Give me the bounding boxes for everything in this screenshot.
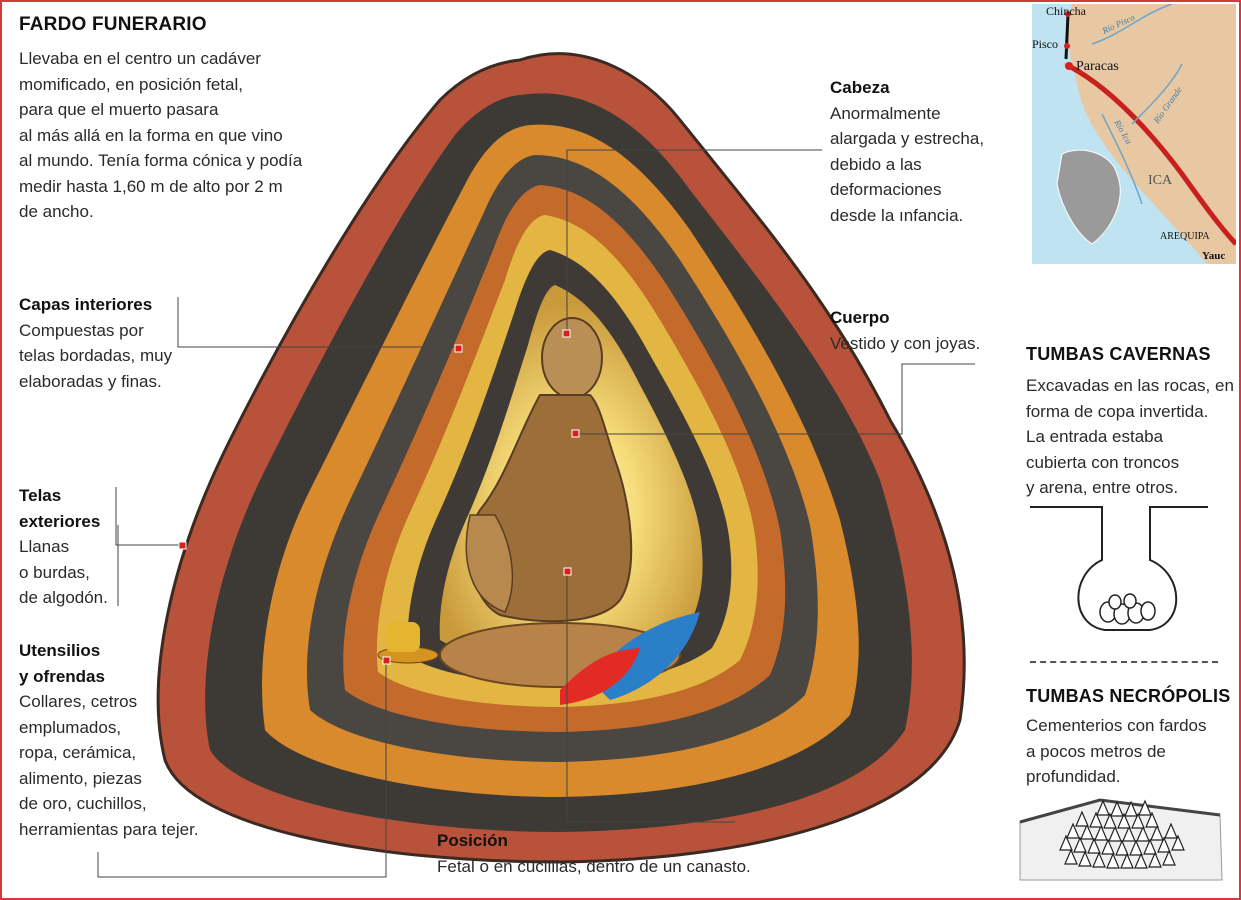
necropolis-description: Cementerios con fardos a pocos metros de… [1026,713,1236,790]
callout-markers [178,329,580,665]
fardo-title: FARDO FUNERARIO [19,14,207,35]
cuerpo-heading: Cuerpo [830,308,890,327]
map-place-paracas: Paracas [1076,59,1119,74]
cuerpo-label: Cuerpo Vestido y con joyas. [830,305,1000,356]
capas-heading: Capas interiores [19,295,153,314]
posicion-text: Fetal o en cuclillas, dentro de un canas… [437,856,751,876]
cavernas-title: TUMBAS CAVERNAS [1026,344,1211,364]
posicion-heading: Posición [437,831,508,850]
map-place-arequipa: AREQUIPA [1160,231,1210,242]
leader-lines [97,149,975,878]
cabeza-text: Anormalmente alargada y estrecha, debido… [830,103,985,225]
paracas-map: Chincha Pisco Paracas ICA AREQUIPA Yauc … [1032,4,1236,264]
corn-offering [385,622,420,652]
cabeza-label: Cabeza Anormalmente alargada y estrecha,… [830,75,1000,228]
cuerpo-text: Vestido y con joyas. [830,333,981,353]
utensilios-label: Utensilios y ofrendas Collares, cetros e… [19,638,219,842]
capas-label: Capas interiores Compuestas por telas bo… [19,292,189,394]
map-place-pisco: Pisco [1032,37,1058,51]
map-place-yauc: Yauc [1202,250,1225,262]
cavernas-text: Excavadas en las rocas, en forma de copa… [1026,376,1234,497]
map-graphic: Chincha Pisco Paracas ICA AREQUIPA Yauc … [1032,4,1236,264]
posicion-label: Posición Fetal o en cuclillas, dentro de… [437,828,777,879]
cavernas-description: Excavadas en las rocas, en forma de copa… [1026,373,1236,501]
fardo-description: Llevaba en el centro un cadáver momifica… [19,46,319,225]
telas-label: Telas exteriores Llanas o burdas, de alg… [19,483,114,611]
telas-heading: Telas exteriores [19,486,101,531]
cabeza-heading: Cabeza [830,78,890,97]
fardo-text: Llevaba en el centro un cadáver momifica… [19,49,303,221]
map-place-chincha: Chincha [1046,4,1087,18]
mummy-figure [465,317,633,623]
telas-text: Llanas o burdas, de algodón. [19,537,108,607]
necropolis-title: TUMBAS NECRÓPOLIS [1026,686,1231,706]
utensilios-text: Collares, cetros emplumados, ropa, cerám… [19,692,199,839]
section-separator [1030,661,1218,663]
necropolis-text: Cementerios con fardos a pocos metros de… [1026,716,1207,786]
utensilios-heading: Utensilios y ofrendas [19,641,105,686]
map-place-ica: ICA [1148,173,1173,188]
capas-text: Compuestas por telas bordadas, muy elabo… [19,320,173,391]
